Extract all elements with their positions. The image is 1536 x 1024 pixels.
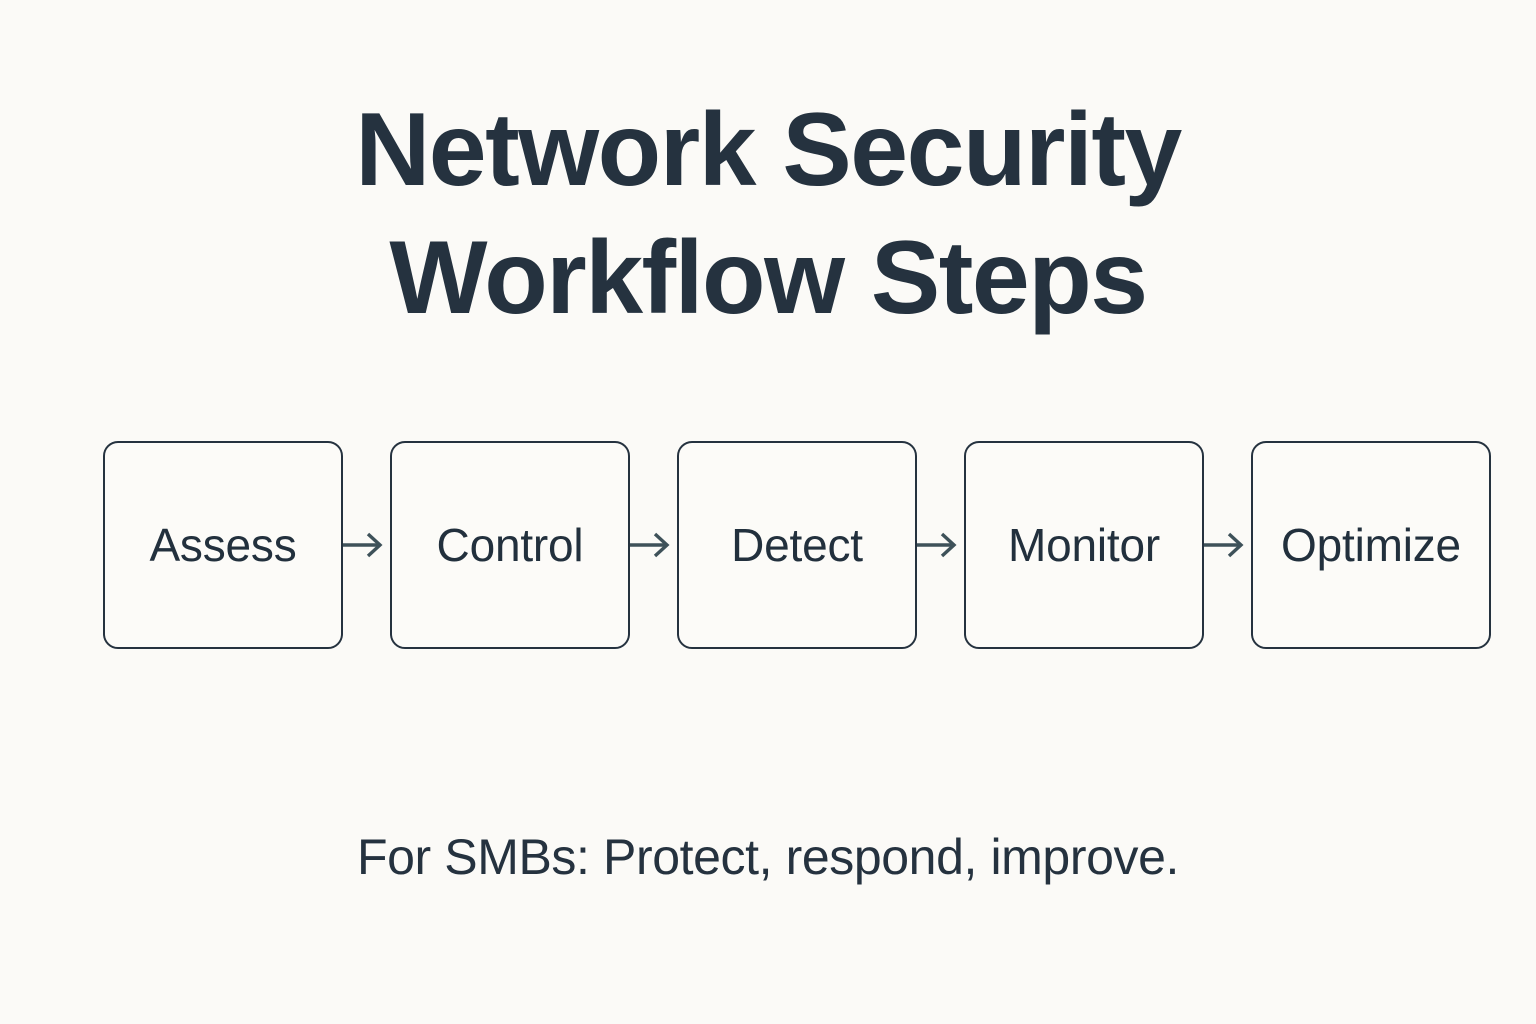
workflow-step-detect[interactable]: Detect bbox=[677, 441, 917, 649]
workflow-step-label: Control bbox=[436, 519, 584, 571]
workflow-step-label: Optimize bbox=[1281, 519, 1461, 571]
subtitle: For SMBs: Protect, respond, improve. bbox=[0, 824, 1536, 890]
workflow-step-label: Assess bbox=[149, 519, 297, 571]
workflow-step-optimize[interactable]: Optimize bbox=[1251, 441, 1491, 649]
workflow-step-assess[interactable]: Assess bbox=[103, 441, 343, 649]
page-title-line-1: Network Security bbox=[355, 92, 1182, 208]
subtitle-text: For SMBs: Protect, respond, improve. bbox=[356, 829, 1179, 885]
page-title-line-2: Workflow Steps bbox=[389, 220, 1148, 336]
workflow-flow-row: Assess Control Detect bbox=[103, 441, 1491, 649]
workflow-step-label: Detect bbox=[731, 519, 863, 571]
workflow-step-label: Monitor bbox=[1008, 519, 1160, 571]
workflow-step-control[interactable]: Control bbox=[390, 441, 630, 649]
workflow-step-monitor[interactable]: Monitor bbox=[964, 441, 1204, 649]
page-title: Network Security Workflow Steps bbox=[0, 86, 1536, 342]
arrow-right-icon bbox=[343, 441, 390, 649]
arrow-right-icon bbox=[630, 441, 677, 649]
arrow-right-icon bbox=[1204, 441, 1251, 649]
arrow-right-icon bbox=[917, 441, 964, 649]
